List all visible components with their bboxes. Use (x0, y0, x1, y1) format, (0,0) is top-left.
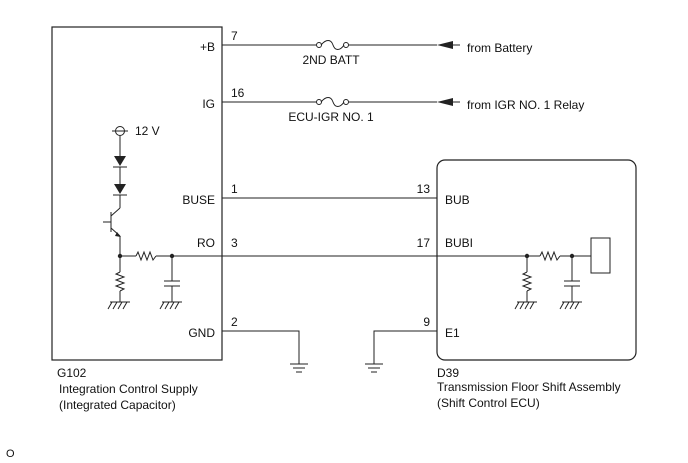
left-component-code: G102 (57, 366, 87, 380)
left-pin-number: 1 (231, 182, 238, 196)
left-pin-name: RO (197, 236, 215, 250)
left-pin-name: IG (202, 97, 215, 111)
resistor-icon (114, 271, 126, 292)
left-pin-number: 3 (231, 236, 238, 250)
arrow-left-icon (437, 98, 453, 106)
diode-icon (114, 156, 126, 166)
right-component-code: D39 (437, 366, 459, 380)
footer-mark: O (6, 448, 15, 460)
left-pin-name: BUSE (182, 193, 215, 207)
supply-voltage-label: 12 V (135, 124, 160, 138)
right-pin-number: 9 (423, 315, 430, 329)
left-pin-number: 7 (231, 29, 238, 43)
left-component-subname: (Integrated Capacitor) (59, 398, 176, 412)
source-label: from IGR NO. 1 Relay (467, 98, 584, 112)
left-pin-number: 2 (231, 315, 238, 329)
right-pin-name: BUB (445, 193, 470, 207)
battery-circuit (222, 40, 460, 50)
left-component-name: Integration Control Supply (59, 382, 198, 396)
left-component-box (51, 26, 223, 361)
left-pin-name: +B (200, 40, 215, 54)
right-pin-number: 17 (417, 236, 431, 250)
right-pin-name: E1 (445, 326, 460, 340)
right-pin-name: BUBI (445, 236, 473, 250)
fuse-label: ECU-IGR NO. 1 (288, 110, 374, 124)
right-component-name: Transmission Floor Shift Assembly (437, 380, 621, 394)
fuse-label: 2ND BATT (302, 53, 360, 67)
left-pin-number: 16 (231, 86, 245, 100)
resistor-icon (521, 271, 533, 292)
ig-circuit (222, 97, 460, 107)
right-pin-number: 13 (417, 182, 431, 196)
source-label: from Battery (467, 41, 532, 55)
left-pin-name: GND (188, 326, 215, 340)
arrow-left-icon (437, 41, 453, 49)
resistor-icon (539, 250, 561, 262)
resistor-icon (135, 250, 157, 262)
right-component-subname: (Shift Control ECU) (437, 396, 540, 410)
ground-left (222, 330, 308, 373)
ic-block-icon (590, 237, 611, 274)
right-internal-circuit (437, 237, 611, 310)
diode-icon (114, 184, 126, 194)
left-internal-circuit (103, 126, 222, 310)
right-component-box (436, 159, 637, 361)
ground-right (365, 330, 437, 373)
